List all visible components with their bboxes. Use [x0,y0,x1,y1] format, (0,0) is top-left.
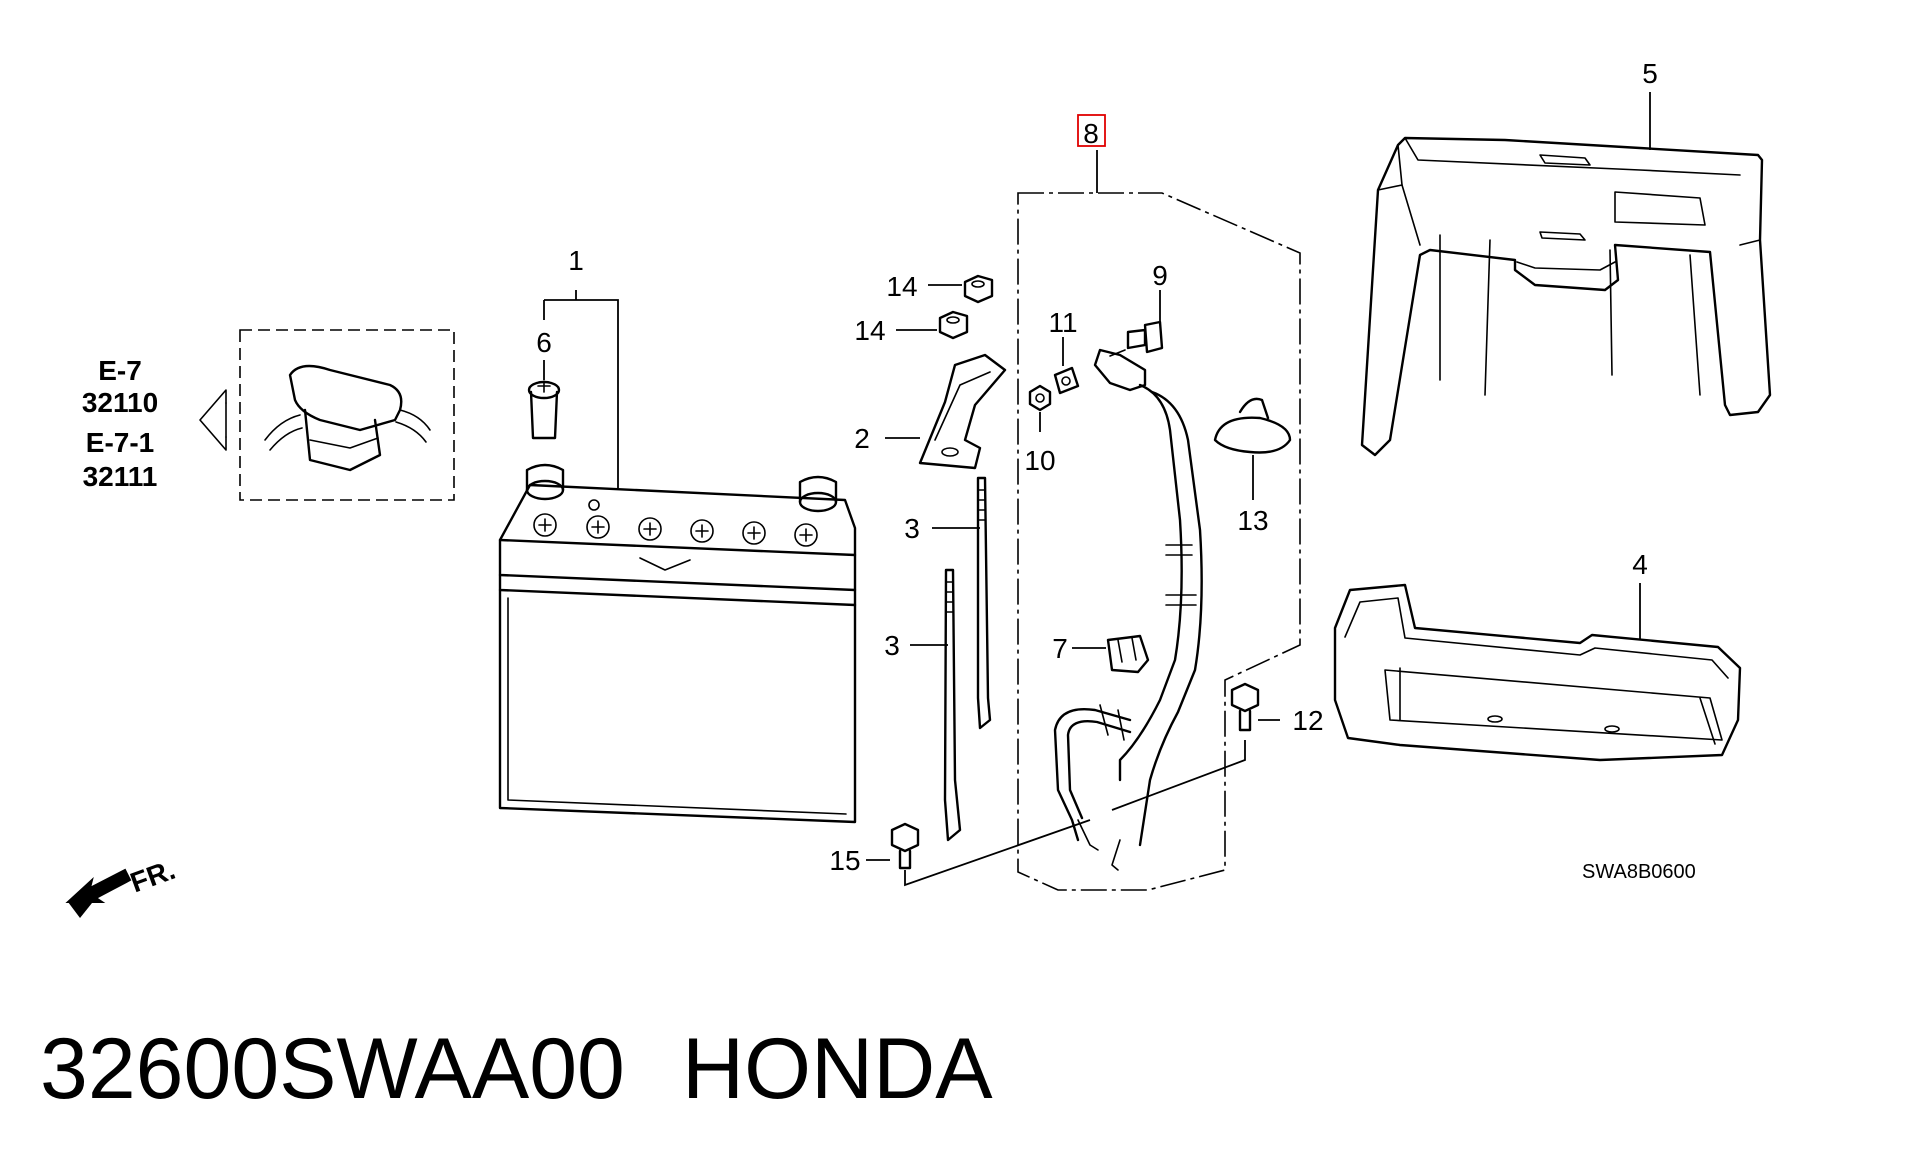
callout-3-lower: 3 [884,630,900,661]
callout-5: 5 [1642,58,1658,89]
reference-line-4: 32111 [83,461,158,492]
square-nut [1053,366,1080,395]
callout-14-upper: 14 [886,271,917,302]
callout-3-upper: 3 [904,513,920,544]
callout-9: 9 [1152,260,1168,291]
hold-down-rod-long [976,476,992,730]
battery-cap-icons [533,499,818,547]
harness-clip [1106,634,1150,674]
callout-14-lower: 14 [854,315,885,346]
brand-name: HONDA [682,1021,993,1117]
reference-line-1: E-7 [98,355,142,386]
part-number: 32600SWAA00 [40,1021,625,1117]
vent-plug [527,380,561,440]
callout-11: 11 [1048,307,1077,338]
reference-arrow-icon [199,389,227,451]
hex-nut [1028,384,1052,412]
callout-2: 2 [854,423,870,454]
battery [498,463,857,824]
front-label: FR. [126,854,179,899]
reference-line-3: E-7-1 [86,427,154,458]
terminal-cover [1213,397,1292,454]
connector-detail [264,364,431,472]
diagram-code: SWA8B0600 [1582,861,1696,883]
callout-12: 12 [1292,705,1323,736]
battery-hold-down-bracket [918,353,1007,470]
battery-box-cover [1360,136,1772,457]
callout-6: 6 [536,327,552,358]
flange-nut-upper [963,274,994,304]
reference-line-2: 32110 [82,387,158,418]
callout-13: 13 [1237,505,1268,536]
callout-1: 1 [568,245,584,276]
flange-bolt-15 [890,822,920,870]
callout-7: 7 [1052,633,1068,664]
reference-block[interactable]: E-7 32110 E-7-1 32111 [82,355,227,492]
callout-10: 10 [1024,445,1055,476]
cable-assembly-outline [1017,192,1301,891]
reference-detail-box [239,329,455,501]
front-direction-arrow-icon [65,868,132,918]
callout-8-highlight [1077,114,1106,147]
callout-4: 4 [1632,549,1648,580]
callout-8: 8 [1083,118,1099,149]
battery-cable [1053,348,1203,871]
flange-nut-lower [938,310,969,340]
hold-down-rod-short [943,568,962,842]
flange-bolt-12 [1230,682,1260,732]
callout-15: 15 [829,845,860,876]
battery-tray [1333,583,1742,762]
terminal-screw [1126,320,1164,354]
